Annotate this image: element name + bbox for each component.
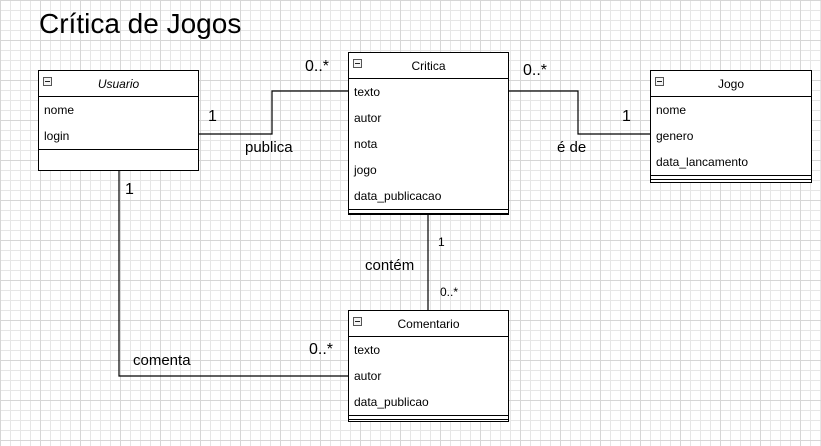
class-jogo[interactable]: Jogo nome genero data_lancamento: [650, 70, 812, 183]
attribute: texto: [354, 343, 381, 357]
class-critica-header[interactable]: Critica: [349, 53, 508, 79]
attribute: genero: [656, 129, 694, 143]
class-comentario-header[interactable]: Comentario: [349, 311, 508, 337]
class-usuario[interactable]: Usuario nome login: [38, 70, 199, 171]
class-jogo-name: Jogo: [717, 76, 745, 91]
attribute: data_publicao: [354, 395, 429, 409]
multiplicity-publica-usuario: 1: [208, 108, 217, 125]
class-usuario-name: Usuario: [97, 76, 140, 91]
attribute: autor: [354, 369, 382, 383]
class-usuario-header[interactable]: Usuario: [39, 71, 198, 97]
class-comentario-attributes: texto autor data_publicao: [349, 337, 508, 415]
class-usuario-attributes: nome login: [39, 97, 198, 149]
attribute: autor: [354, 111, 382, 125]
attribute: data_lancamento: [656, 155, 749, 169]
association-e-de-line: [508, 90, 651, 135]
association-publica-line: [198, 90, 349, 135]
multiplicity-contem-comentario: 0..*: [440, 285, 459, 299]
class-jogo-attributes: nome genero data_lancamento: [651, 97, 811, 175]
multiplicity-contem-critica: 1: [438, 235, 445, 249]
attribute: nome: [44, 103, 75, 117]
diagram-title: Crítica de Jogos: [39, 8, 242, 39]
association-comenta-label: comenta: [133, 352, 191, 369]
collapse-icon[interactable]: [43, 77, 52, 86]
multiplicity-e-de-critica: 0..*: [523, 62, 548, 79]
class-critica[interactable]: Critica texto autor nota jogo data_publi…: [348, 52, 509, 215]
association-publica-label: publica: [245, 139, 293, 156]
attribute: nota: [354, 137, 378, 151]
attribute: login: [44, 129, 70, 143]
association-e-de-label: é de: [557, 139, 587, 156]
class-comentario-name: Comentario: [397, 316, 460, 331]
multiplicity-publica-critica: 0..*: [305, 58, 330, 75]
class-comentario[interactable]: Comentario texto autor data_publicao: [348, 310, 509, 422]
class-critica-name: Critica: [411, 58, 446, 73]
multiplicity-e-de-jogo: 1: [622, 108, 631, 125]
multiplicity-comenta-usuario: 1: [125, 181, 134, 198]
collapse-icon[interactable]: [353, 317, 362, 326]
class-jogo-operations: [651, 175, 811, 180]
association-comenta-line: [118, 170, 349, 377]
class-critica-operations: [349, 209, 508, 214]
association-contem-label: contém: [365, 257, 415, 274]
attribute: data_publicacao: [354, 189, 442, 203]
class-comentario-operations: [349, 415, 508, 420]
collapse-icon[interactable]: [353, 59, 362, 68]
class-jogo-header[interactable]: Jogo: [651, 71, 811, 97]
class-usuario-operations: [39, 149, 198, 167]
attribute: texto: [354, 85, 381, 99]
multiplicity-comenta-comentario: 0..*: [309, 341, 334, 358]
attribute: nome: [656, 103, 687, 117]
collapse-icon[interactable]: [655, 77, 664, 86]
class-critica-attributes: texto autor nota jogo data_publicacao: [349, 79, 508, 209]
attribute: jogo: [354, 163, 377, 177]
